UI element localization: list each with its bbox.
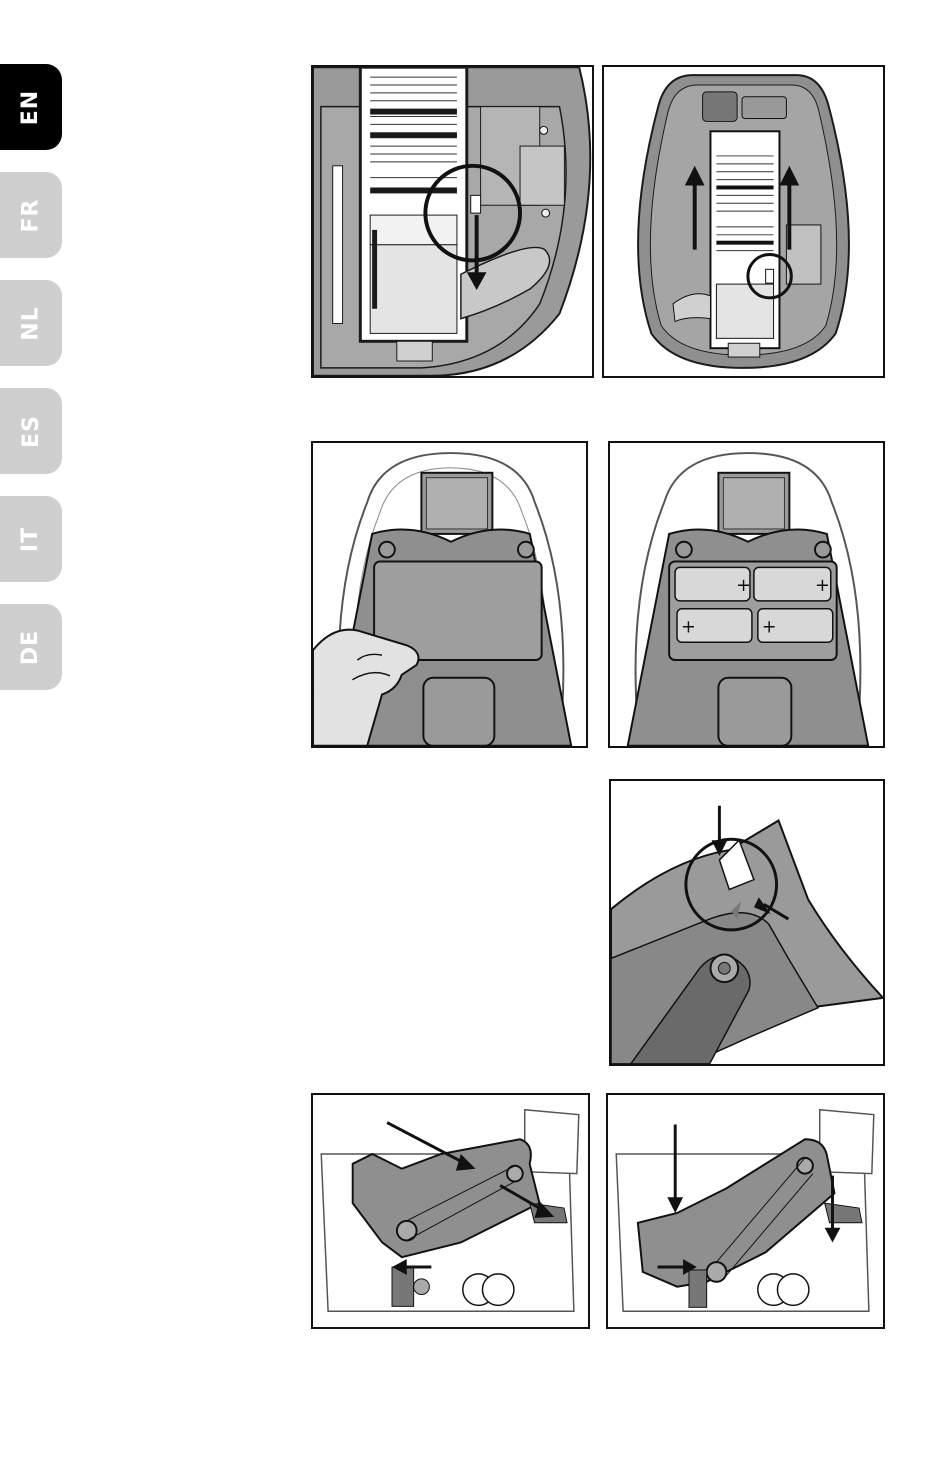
lang-tab-label: ES [19, 415, 44, 448]
figure-arm-lowering [311, 1093, 590, 1329]
arm-lowering-illustration [313, 1095, 588, 1327]
figure-filter-removal-closeup [311, 65, 594, 378]
figure-filter-slide-out [602, 65, 885, 378]
lang-tab-label: NL [19, 306, 44, 340]
svg-text:+: + [762, 617, 777, 637]
lang-tab-de[interactable]: DE [0, 604, 62, 690]
filter-slide-out-illustration [604, 67, 883, 376]
lang-tab-it[interactable]: IT [0, 496, 62, 582]
figure-battery-compartment: + + + + [608, 441, 885, 748]
svg-text:+: + [681, 617, 696, 637]
svg-text:+: + [815, 576, 830, 596]
lang-tab-en[interactable]: EN [0, 64, 62, 150]
filter-removal-closeup-illustration [313, 67, 592, 376]
latch-detail-illustration [611, 781, 883, 1064]
lang-tab-es[interactable]: ES [0, 388, 62, 474]
lang-tab-fr[interactable]: FR [0, 172, 62, 258]
battery-compartment-illustration: + + + + [610, 443, 883, 746]
lang-tab-label: EN [18, 89, 43, 124]
battery-cover-open-illustration [313, 443, 586, 746]
lang-tab-nl[interactable]: NL [0, 280, 62, 366]
figure-battery-cover [311, 441, 588, 748]
lang-tab-label: DE [18, 629, 43, 664]
svg-text:+: + [736, 576, 751, 596]
figure-latch-detail [609, 779, 885, 1066]
lang-tab-label: FR [19, 198, 44, 232]
lang-tab-label: IT [18, 526, 43, 551]
arm-locked-illustration [608, 1095, 883, 1327]
figure-arm-locked [606, 1093, 885, 1329]
